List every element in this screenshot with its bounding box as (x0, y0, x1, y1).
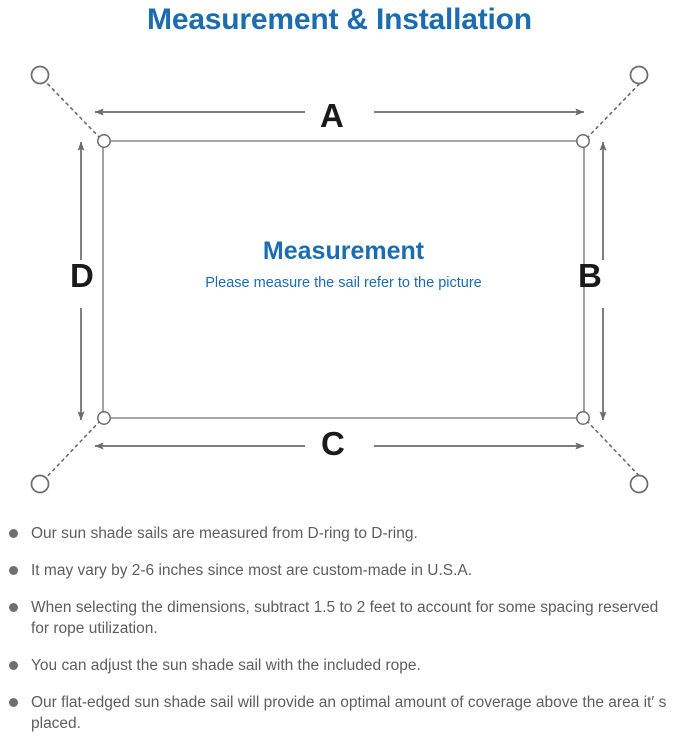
bullet-icon (9, 566, 18, 575)
anchor-ring-bottom-right (629, 474, 649, 494)
note-text: It may vary by 2-6 inches since most are… (31, 562, 473, 579)
d-ring-top-left (97, 134, 111, 148)
rope-line-top-right (586, 77, 646, 139)
sail-measurement-diagram: A B C D Measurement Please measure the s… (0, 46, 679, 511)
d-ring-top-right (576, 134, 590, 148)
list-item: Our sun shade sails are measured from D-… (0, 523, 679, 544)
anchor-ring-bottom-left (30, 474, 50, 494)
list-item: Our flat-edged sun shade sail will provi… (0, 692, 679, 734)
note-text: Our flat-edged sun shade sail will provi… (31, 694, 667, 732)
page-title: Measurement & Installation (147, 3, 532, 36)
bullet-icon (9, 529, 18, 538)
rope-line-top-left (41, 77, 101, 139)
dimension-label-b: B (578, 257, 602, 294)
list-item: When selecting the dimensions, subtract … (0, 597, 679, 639)
list-item: It may vary by 2-6 inches since most are… (0, 560, 679, 581)
anchor-ring-top-left (30, 65, 50, 85)
note-text: When selecting the dimensions, subtract … (31, 599, 659, 637)
bullet-icon (9, 603, 18, 612)
note-text: Our sun shade sails are measured from D-… (31, 525, 418, 542)
bullet-icon (9, 661, 18, 670)
dimension-label-c: C (321, 425, 345, 462)
diagram-svg (30, 65, 649, 494)
dimension-label-d: D (70, 257, 94, 294)
dimension-label-a: A (320, 97, 344, 134)
rope-line-bottom-right (586, 420, 646, 483)
anchor-ring-top-right (629, 65, 649, 85)
note-text: You can adjust the sun shade sail with t… (31, 657, 421, 674)
notes-list: Our sun shade sails are measured from D-… (0, 523, 679, 734)
d-ring-bottom-right (576, 411, 590, 425)
d-ring-bottom-left (97, 411, 111, 425)
list-item: You can adjust the sun shade sail with t… (0, 655, 679, 676)
bullet-icon (9, 698, 18, 707)
sail-rectangle (102, 140, 585, 419)
rope-line-bottom-left (41, 420, 101, 483)
